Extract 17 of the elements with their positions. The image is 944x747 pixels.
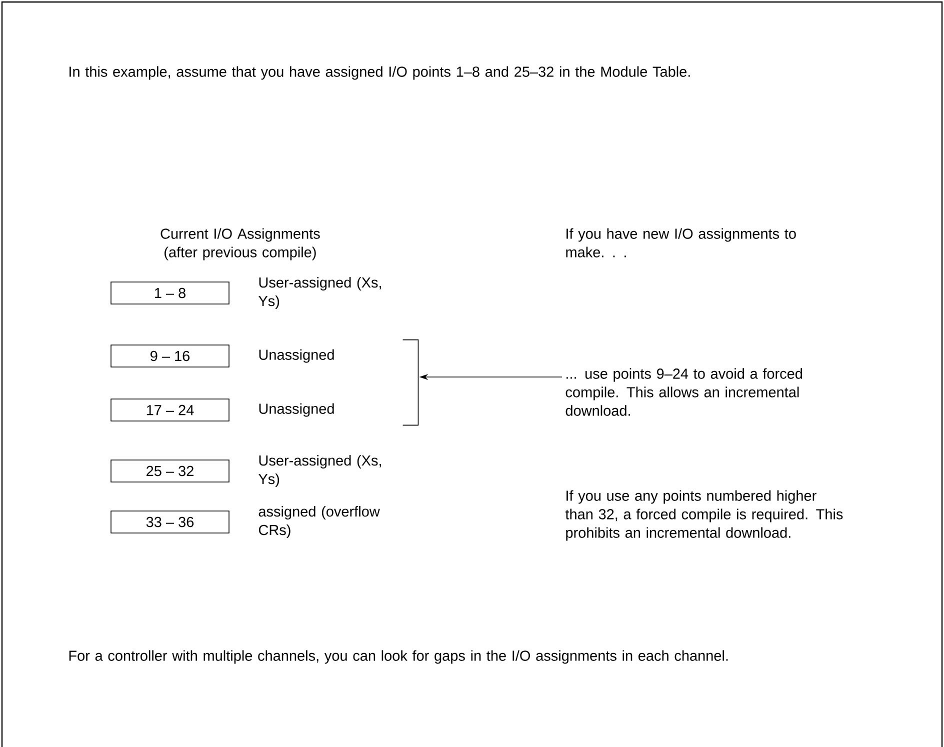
paragraph-text: For a controller with multiple channels, you can look for gaps in the I/O assignments in each channel.	[69, 650, 728, 664]
note-text: ... use points 9–24 to avoid a forced compile. This allows an incremental download.	[566, 368, 802, 416]
range-box: 25 – 32	[110, 460, 230, 482]
paragraph-text: If you use any points numbered higher than 32, a forced compile is required. This prohibits an incremental download.	[565, 490, 843, 541]
range-box: 9 – 16	[110, 344, 230, 368]
bracket	[402, 339, 419, 426]
status-text: User-assigned (Xs, Ys)	[258, 277, 381, 310]
paragraph-text: If you have new I/O assignments to make. . .	[566, 228, 796, 258]
range-box: 33 – 36	[110, 510, 230, 534]
status-text: Unassigned	[259, 349, 334, 363]
paragraph-text: Current I/O Assignments (after previous compile)	[160, 228, 320, 260]
range-box: 1 – 8	[110, 282, 230, 304]
paragraph-text: In this example, assume that you have assigned I/O points 1–8 and 25–32 in the Module Table.	[70, 66, 690, 80]
status-text: Unassigned	[259, 403, 334, 417]
status-text: User-assigned (Xs, Ys)	[258, 455, 381, 488]
range-box: 17 – 24	[110, 398, 230, 422]
status-text: assigned (overflow CRs)	[258, 506, 380, 538]
